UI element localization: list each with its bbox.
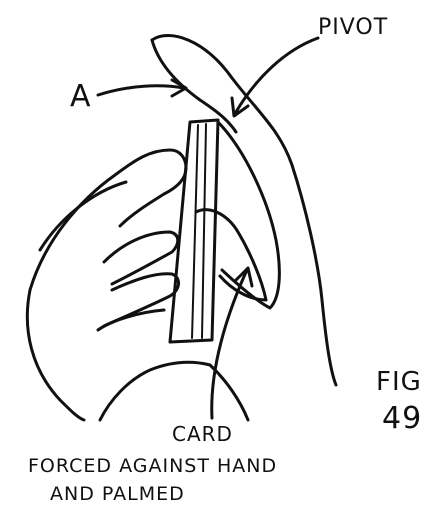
index-finger [196, 210, 266, 300]
arrow-a [98, 86, 184, 95]
hand-outline [30, 150, 186, 290]
deck-edge-2 [202, 124, 206, 338]
label-card: CARD [172, 422, 233, 446]
label-fig-word: FIG [376, 367, 422, 397]
label-forced-line1: FORCED AGAINST HAND [28, 455, 277, 477]
label-pivot: PIVOT [318, 15, 388, 40]
arrow-pivot [236, 38, 318, 112]
finger-3 [104, 232, 178, 284]
palm-lower-mid [100, 362, 210, 420]
label-fig-number: 49 [382, 401, 422, 436]
label-forced-line2: AND PALMED [50, 483, 185, 505]
label-a: A [70, 79, 92, 114]
deck-edge [192, 125, 198, 338]
pivoting-card [218, 122, 279, 308]
palm-lower-left [27, 290, 84, 420]
